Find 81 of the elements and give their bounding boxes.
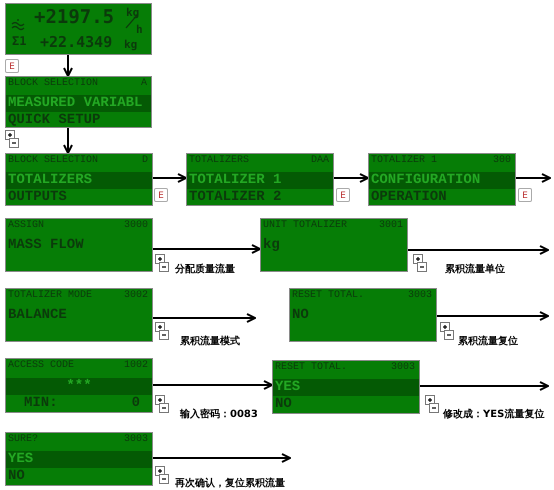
screen-header: DAA [310, 155, 329, 167]
arrow [516, 173, 551, 183]
unit-label: h [136, 23, 143, 36]
lcd-screen [272, 360, 420, 414]
e-key: E [5, 59, 19, 73]
screen-header: TOTALIZER MODE [8, 290, 92, 302]
menu-text: 0 [132, 395, 140, 412]
screen-header: RESET TOTAL. [275, 362, 348, 374]
menu-text: MIN: [24, 395, 58, 412]
lcd-screen [289, 288, 437, 342]
screen-header: 3001 [378, 220, 403, 232]
lcd-screen [5, 432, 153, 486]
arrow [408, 245, 549, 255]
screen-header: BLOCK SELECTION [8, 78, 98, 90]
step-note: 累积流量复位 [458, 334, 518, 348]
lcd-screen [5, 76, 152, 128]
reading-value: +22.4349 [40, 34, 112, 51]
menu-text: MASS FLOW [8, 237, 84, 254]
arrow [153, 244, 261, 254]
lcd-screen [5, 218, 153, 272]
screen-header: 3002 [124, 290, 148, 302]
lcd-screen [5, 288, 153, 342]
lcd-screen [368, 153, 516, 206]
menu-text: TOTALIZERS [8, 172, 92, 189]
screen-header: 3003 [124, 434, 148, 446]
arrow [153, 380, 273, 390]
screen-header: 3000 [124, 220, 148, 232]
step-note: 输入密码：0083 [180, 408, 258, 421]
menu-text: MEASURED VARIABL [8, 95, 142, 112]
screen-header: A [140, 78, 147, 90]
screen-header: D [142, 155, 148, 167]
screen-header: SURE? [8, 434, 38, 446]
screen-header: TOTALIZER 1 [371, 155, 438, 167]
screen-header: UNIT TOTALIZER [263, 220, 348, 232]
e-key: E [518, 188, 532, 202]
menu-text: YES [275, 379, 300, 396]
menu-text: kg [263, 237, 280, 254]
screen-header: 1002 [124, 360, 148, 372]
lcd-screen [260, 218, 408, 272]
reading-value: +2197.5 [34, 7, 114, 28]
e-key: E [336, 188, 350, 202]
step-note: 累积流量单位 [445, 262, 505, 276]
sum-symbol: Σ1 [12, 34, 26, 48]
screen-header: ACCESS CODE [8, 360, 74, 372]
unit-label: kg [124, 38, 138, 51]
menu-text: NO [8, 468, 25, 485]
menu-text: NO [292, 307, 309, 324]
lcd-screen [5, 358, 153, 413]
arrow [153, 313, 256, 323]
step-note: 累积流量模式 [180, 334, 240, 348]
menu-text: QUICK SETUP [8, 112, 100, 129]
screen-header: TOTALIZERS [189, 155, 250, 167]
screen-header: ASSIGN [8, 220, 44, 232]
lcd-screen [5, 153, 153, 206]
e-key: E [154, 188, 168, 202]
menu-text: OUTPUTS [8, 189, 67, 206]
arrow [153, 453, 291, 463]
menu-text: CONFIGURATION [371, 172, 480, 189]
lcd-screen [186, 153, 334, 206]
arrow [437, 311, 549, 321]
screen-header: 300 [492, 155, 511, 167]
screen-header: 3003 [408, 290, 432, 302]
arrow [153, 173, 187, 183]
menu-text: BALANCE [8, 307, 67, 324]
arrow [63, 55, 73, 77]
menu-text: TOTALIZER 1 [189, 172, 282, 189]
step-note: 再次确认，复位累积流量 [175, 476, 285, 490]
lcd-screen [5, 3, 152, 55]
screen-header: RESET TOTAL. [292, 290, 364, 302]
step-note: 修改成：YES流量复位 [443, 407, 544, 421]
arrow [420, 381, 549, 391]
menu-text: YES [8, 451, 34, 468]
screen-header: BLOCK SELECTION [8, 155, 98, 167]
menu-text: NO [275, 396, 292, 413]
arrow [63, 128, 73, 154]
step-note: 分配质量流量 [175, 262, 235, 276]
menu-text: *** [66, 378, 92, 395]
arrow [334, 173, 369, 183]
menu-text: OPERATION [371, 189, 447, 206]
menu-text: TOTALIZER 2 [189, 189, 282, 206]
screen-header: 3003 [390, 362, 415, 374]
